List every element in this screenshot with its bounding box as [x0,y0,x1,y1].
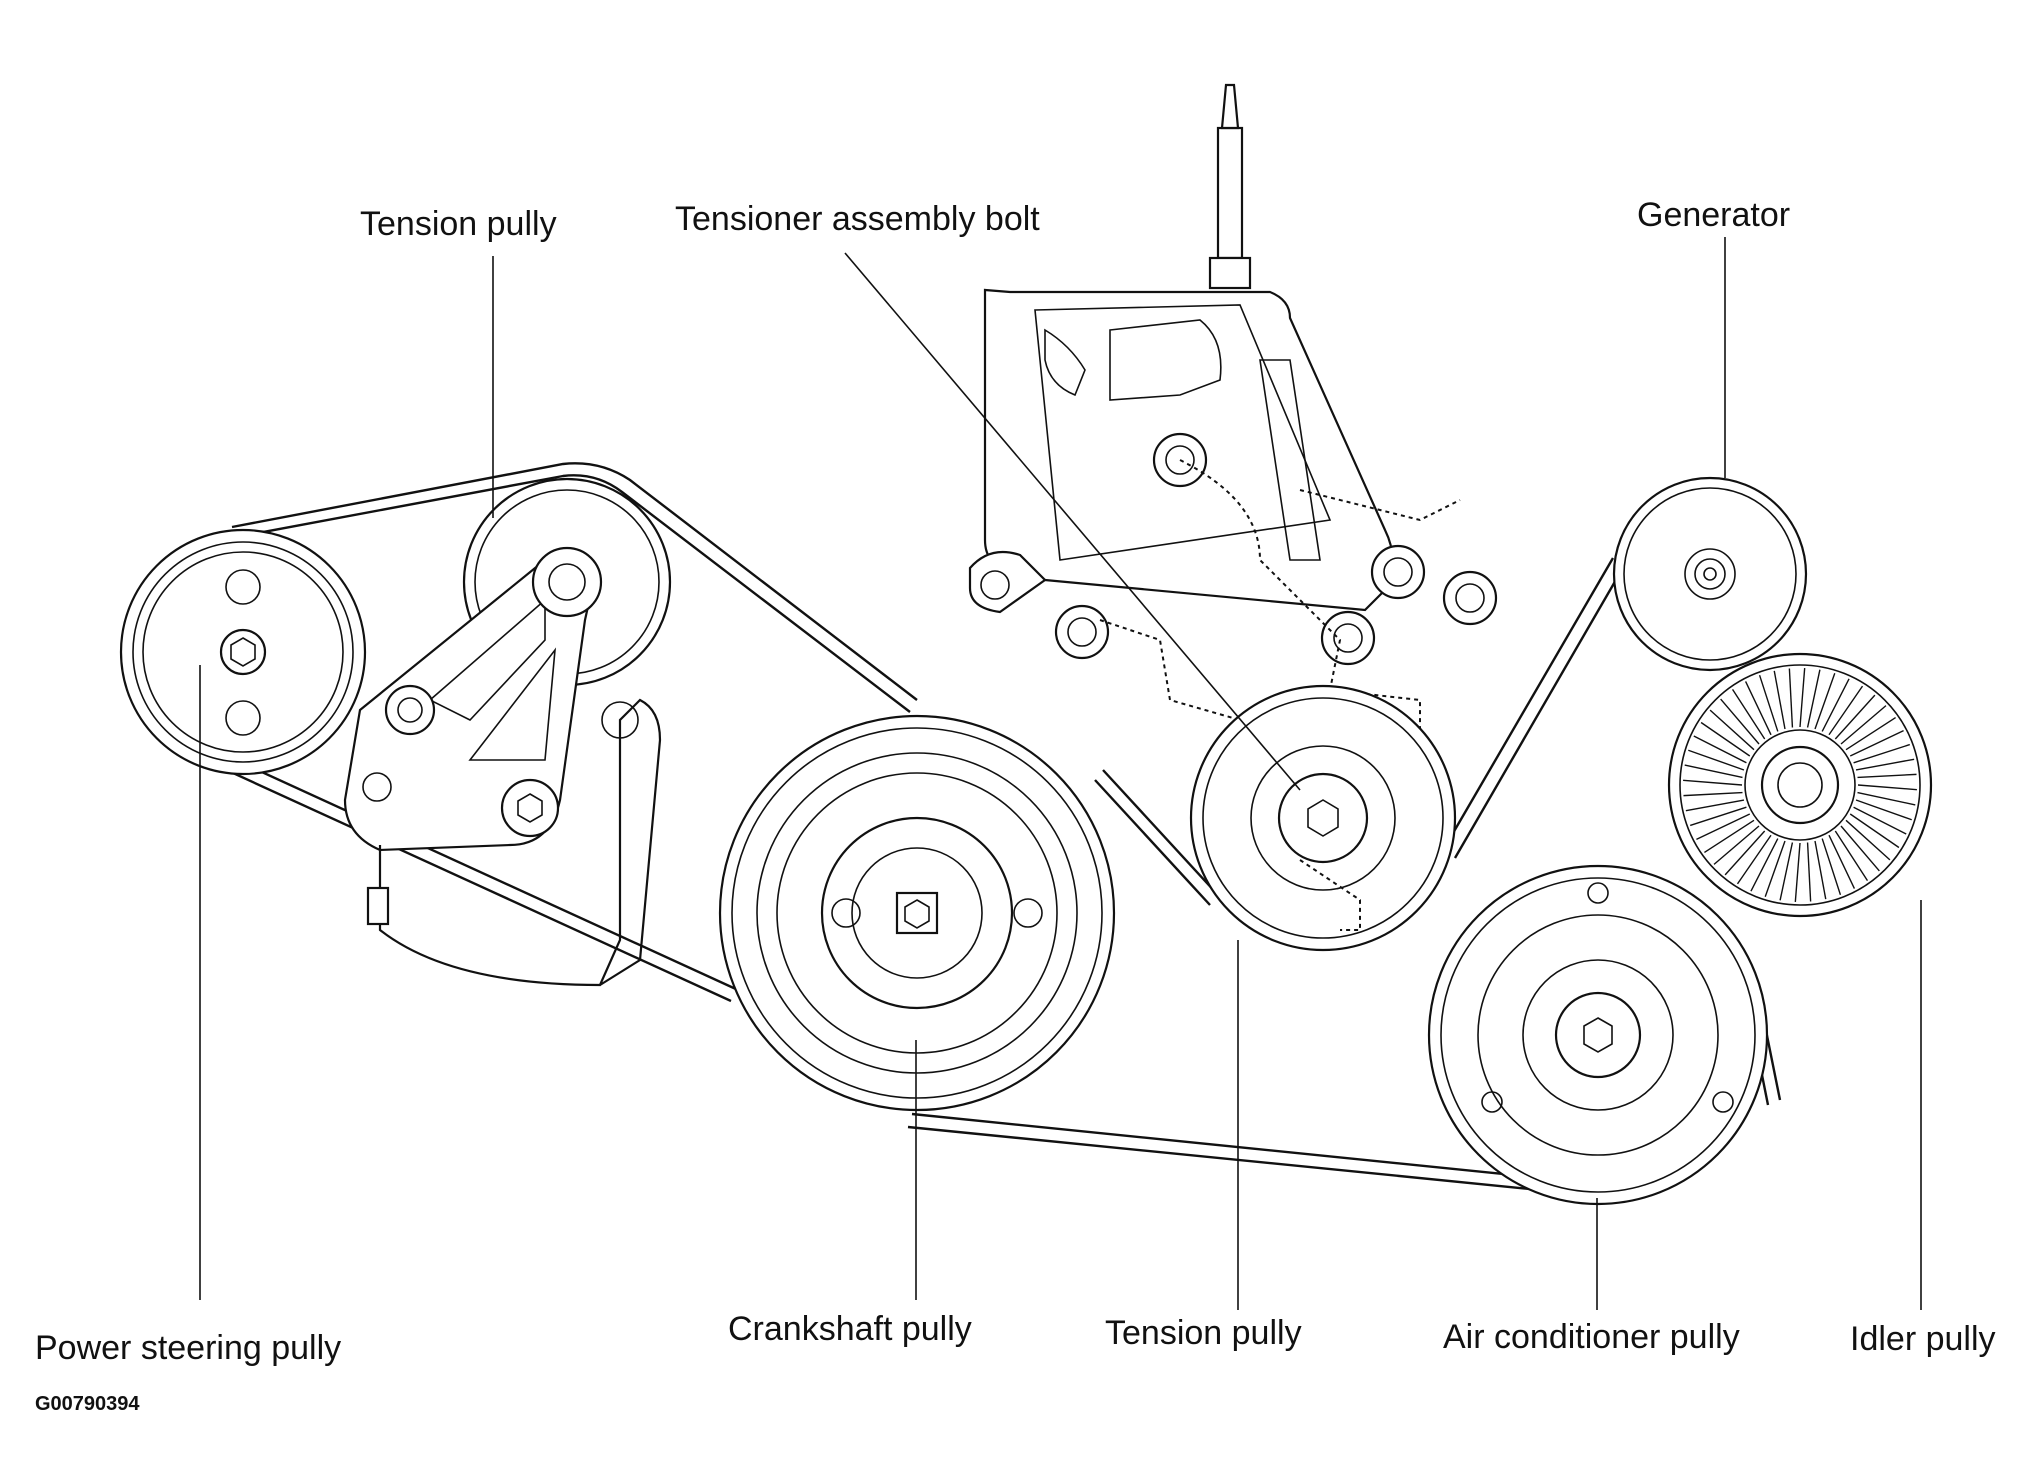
upper-tension-pulley [343,477,672,987]
idler-rib [1693,735,1747,764]
idler-rib [1853,806,1907,835]
idler-rib [1683,791,1743,797]
crankshaft-pulley [718,714,1116,1112]
idler-rib [1857,773,1917,779]
label-generator: Generator [1637,196,1790,234]
idler-rib [1683,779,1743,786]
idler-rib [1685,799,1745,812]
idler-rib [1821,678,1850,732]
idler-rib [1720,698,1760,745]
idler-rib [1840,825,1880,872]
idler-rib [1724,830,1766,876]
bracket-bolt [1370,544,1426,600]
idler-rib [1849,729,1904,757]
idler-rib [1700,721,1751,757]
idler-rib [1704,819,1755,854]
idler-rib [1744,681,1772,736]
idler-rib [1849,813,1900,849]
idler-rib [1788,668,1794,728]
idler-rib [1806,842,1812,902]
idler-pulley [1667,652,1933,918]
label-tensioner-assembly-bolt: Tensioner assembly bolt [675,200,1040,238]
idler-rib [1731,689,1766,740]
label-tension-pully-top: Tension pully [360,205,557,243]
idler-ribs [1683,668,1917,902]
idler-rib [1750,838,1779,892]
lower-tension-pulley [1189,684,1457,952]
idler-rib [1821,838,1842,896]
bracket-bolt [1054,604,1110,660]
drive-belt [197,462,1782,1197]
idler-rib [1736,834,1772,885]
idler-rib [1794,842,1801,902]
power-steering-pulley [119,528,367,776]
idler-rib [1688,749,1745,771]
idler-rib [1840,705,1887,745]
idler-rib [1696,813,1751,841]
idler-rib [1855,799,1912,821]
idler-rib [1779,842,1794,901]
tensioner-bracket [968,83,1498,901]
idler-rib [1684,764,1743,779]
idler-rib [1855,758,1915,771]
idler-rib [1709,709,1755,751]
idler-rib [1845,819,1891,861]
idler-rib [1713,825,1760,865]
air-conditioner-pulley [1427,864,1769,1206]
idler-rib [1773,670,1786,730]
label-idler-pully: Idler pully [1850,1320,1996,1358]
idler-rib [1828,834,1856,889]
idler-rib [1806,669,1821,728]
idler-rib [1857,784,1917,791]
idler-rib [1845,716,1896,751]
idler-rib [1857,791,1916,806]
bracket-bolt [1442,570,1498,626]
idler-rib [1828,685,1864,736]
idler-rib [1834,694,1876,740]
idler-rib [1814,840,1827,900]
idler-rib [1853,743,1911,764]
figure-code: G00790394 [35,1393,140,1415]
label-tension-pully-bottom: Tension pully [1105,1314,1302,1352]
label-power-steering-pully: Power steering pully [35,1329,341,1367]
idler-rib [1799,668,1806,728]
idler-rib [1689,806,1747,827]
idler-rib [1764,840,1786,897]
idler-rib [1814,673,1836,730]
leader-lines [199,237,1922,1310]
generator-pulley [1612,476,1808,672]
bracket-bolt [1320,610,1376,666]
idler-rib [1758,674,1779,732]
idler-rib [1834,830,1869,881]
label-air-conditioner-pully: Air conditioner pully [1443,1318,1740,1356]
label-crankshaft-pully: Crankshaft pully [728,1310,972,1348]
